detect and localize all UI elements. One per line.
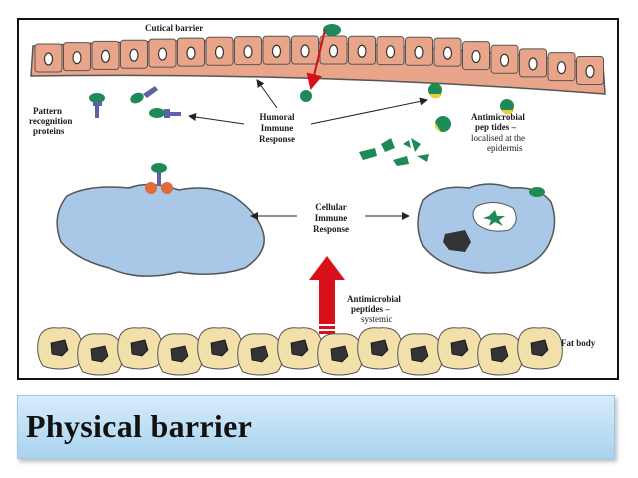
systemic-amp-arrow [309, 256, 345, 334]
humoral-response: Humoral Immune Response [188, 79, 428, 144]
cellular-label-line1: Cellular [315, 202, 347, 212]
cuticle-cell-nucleus [129, 48, 139, 62]
amp-systemic-label-line3: systemic [361, 314, 393, 324]
prp-label-line1: Pattern [33, 106, 62, 116]
cuticle-cell-nucleus [499, 53, 510, 67]
cellular-label-line3: Response [313, 224, 349, 234]
cuticle-layer [30, 35, 606, 95]
immune-response-diagram: Cutical barrier Humoral Immune Response … [29, 23, 606, 376]
fat-body-cell-core [130, 339, 149, 357]
prp-label-line3: proteins [33, 126, 65, 136]
fat-body-cell-core [290, 339, 309, 357]
cuticle-cell-nucleus [300, 44, 310, 58]
cuticle-cell-nucleus [442, 46, 453, 60]
cellular-response: Cellular Immune Response [250, 202, 410, 234]
caption-box: Physical barrier [17, 395, 615, 459]
humoral-label-line1: Humoral [260, 112, 295, 122]
cuticle-cell-nucleus [585, 64, 595, 79]
fat-body-cell-core [170, 345, 189, 363]
fat-body-label: Fat body [561, 338, 596, 348]
amp-epidermal-label-line4: epidermis [487, 143, 523, 153]
cuticle-cell-nucleus [357, 44, 367, 58]
humoral-label-line2: Immune [261, 123, 294, 133]
amp-molecule [500, 99, 514, 115]
fat-body-cell-core [410, 345, 429, 363]
amp-systemic-label-line1: Antimicrobial [347, 294, 401, 304]
cuticle-label: Cutical barrier [145, 23, 203, 33]
amp-epidermal-label-line1: Antimicrobial [471, 112, 525, 122]
cuticle-cell-nucleus [471, 49, 481, 64]
lysed-pathogen-fragments [359, 138, 429, 166]
cuticle-cell-nucleus [43, 52, 54, 66]
phagocytic-hemocyte [417, 183, 556, 274]
cuticle-cell-nucleus [328, 44, 339, 58]
cuticle-cell-nucleus [100, 49, 111, 64]
prp-molecule-1 [89, 93, 105, 118]
amp-epidermal-label-line3: localised at the [471, 133, 525, 143]
fat-body-cell-core [210, 339, 229, 357]
hemocyte-receptor-cell [56, 163, 265, 277]
caption-title: Physical barrier [26, 408, 253, 444]
cuticle-cell-nucleus [414, 45, 424, 59]
fat-body-cell-core [530, 339, 549, 357]
cuticle-cell-nucleus [243, 45, 253, 59]
cuticle-cell-nucleus [186, 46, 196, 60]
cuticle-cell-nucleus [271, 44, 282, 58]
amp-molecule [428, 83, 442, 99]
fat-body-cell-core [370, 339, 389, 357]
amp-epidermal-label-line2: pep tides – [475, 122, 517, 132]
prp-molecule-2 [130, 86, 158, 104]
prp-label-line2: recognition [29, 116, 72, 126]
pattern-recognition-proteins: Pattern recognition proteins [29, 86, 181, 136]
fat-body-cell-core [250, 345, 269, 363]
figure-frame: Cutical barrier Humoral Immune Response … [17, 18, 619, 380]
fat-body-cell-core [90, 345, 109, 363]
cuticle-cell-nucleus [157, 47, 168, 61]
cuticle-cell-nucleus [214, 45, 225, 59]
fat-body-layer [37, 327, 563, 376]
cuticle-cell-nucleus [385, 45, 396, 59]
amp-molecule [434, 116, 451, 132]
amp-epidermal-group: Antimicrobial pep tides – localised at t… [359, 83, 525, 166]
fat-body-cell-core [490, 345, 509, 363]
fat-body-cell-core [50, 339, 69, 357]
cellular-label-line2: Immune [315, 213, 348, 223]
amp-systemic-label-line2: peptides – [351, 304, 390, 314]
cuticle-cell-nucleus [528, 57, 538, 71]
cuticle-cell-nucleus [72, 51, 82, 65]
fat-body-cell-core [450, 339, 469, 357]
fat-body-cell-core [330, 345, 349, 363]
cuticle-cells [34, 35, 604, 85]
fat-body-cells [37, 327, 563, 376]
cuticle-cell-nucleus [556, 61, 567, 75]
humoral-label-line3: Response [259, 134, 295, 144]
invading-pathogen [300, 24, 341, 102]
prp-molecule-3 [149, 108, 181, 118]
